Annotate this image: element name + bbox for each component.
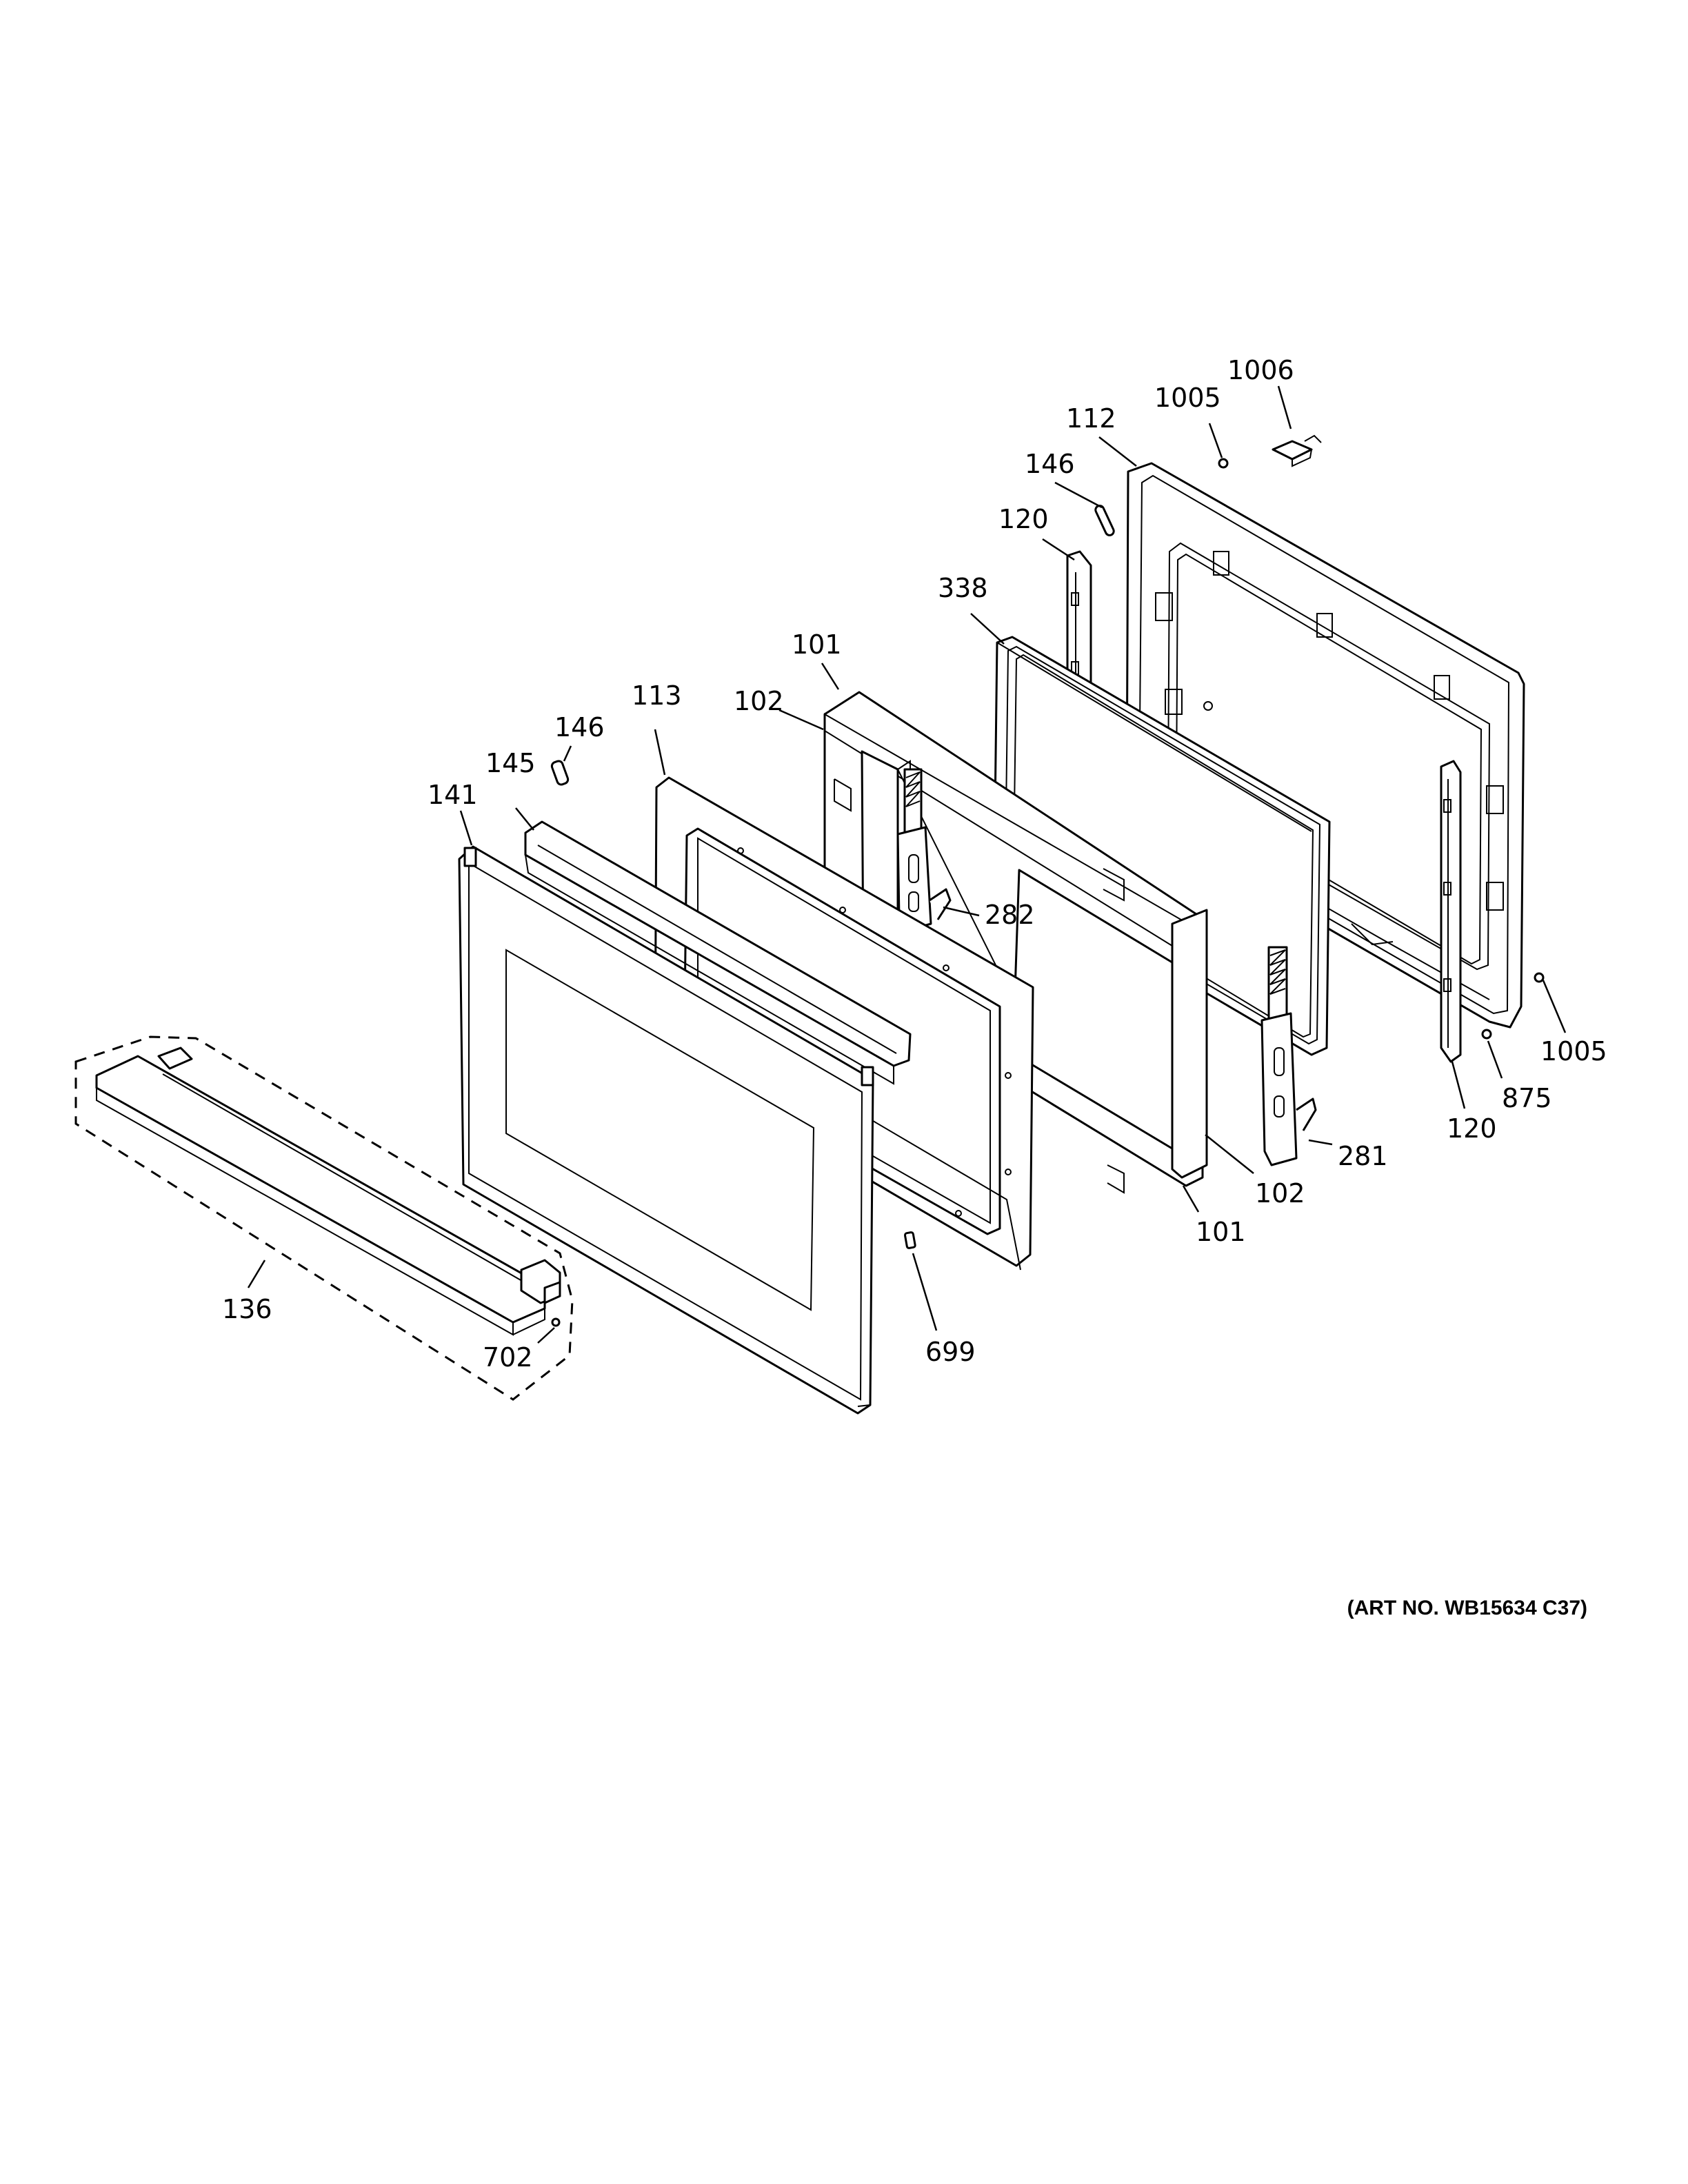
part-136-handle-assembly [74,1035,574,1401]
callout-113: 113 [632,680,682,711]
callout-120-left: 120 [998,504,1049,534]
art-number-label: (ART NO. WB15634 C37) [1347,1597,1587,1619]
callout-875: 875 [1502,1083,1552,1113]
part-120-hinge-channel-right [1440,760,1462,1063]
callout-101-bottom: 101 [1196,1217,1246,1247]
callout-146-left: 146 [554,712,605,742]
callout-281: 281 [1338,1141,1388,1171]
part-1005-screw-right [1534,972,1545,983]
part-145-vent-trim [524,820,912,1085]
callout-145: 145 [485,748,536,778]
part-281-hinge-right [1260,946,1317,1166]
callout-102-top: 102 [734,686,784,716]
callout-146-top: 146 [1025,449,1075,479]
callout-1005-right: 1005 [1540,1036,1607,1066]
callout-282: 282 [985,900,1035,930]
callout-702: 702 [483,1342,533,1373]
callout-136: 136 [222,1294,272,1324]
callout-338: 338 [938,573,988,603]
part-1006-bracket [1272,434,1322,467]
part-282-hinge-left [896,768,952,932]
leader-lines [247,385,1567,1344]
callout-102-bottom: 102 [1255,1178,1305,1209]
part-146-clip-top [1094,505,1115,536]
callout-141: 141 [428,780,478,810]
callout-699: 699 [925,1337,976,1367]
part-1005-screw-top [1218,458,1229,469]
callout-112: 112 [1066,403,1116,434]
callout-labels: 1006 1005 112 146 120 338 101 102 113 14… [222,355,1607,1373]
callout-1006: 1006 [1227,355,1294,385]
part-702-screw [551,1317,561,1327]
part-141-outer-door-glass [458,845,874,1415]
callout-101-top: 101 [792,629,842,660]
part-699-screw [903,1231,916,1249]
part-146-pin-left [550,760,570,786]
part-875-screw [1481,1029,1492,1040]
part-112-rear-frame [1125,462,1525,1029]
callout-120-right: 120 [1447,1113,1497,1144]
callout-1005-top: 1005 [1154,383,1221,413]
